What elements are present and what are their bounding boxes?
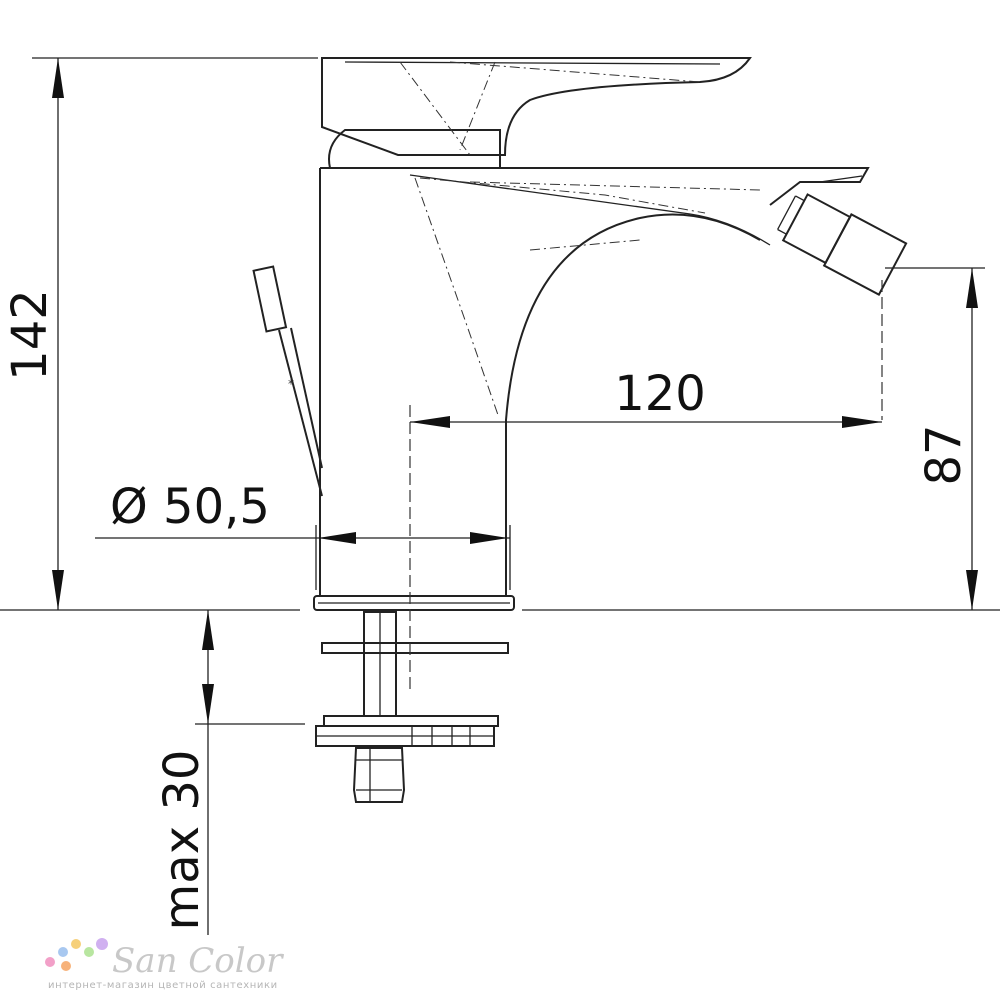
popup-rod: *: [252, 265, 323, 497]
dimension-reach: 120: [410, 366, 882, 428]
diameter-label: Ø 50,5: [110, 479, 270, 535]
outlet-height-label: 87: [916, 424, 972, 485]
aerator-nozzle: [777, 193, 908, 297]
deck-thickness-label: max 30: [154, 750, 210, 931]
dimension-deck-thickness: max 30: [154, 610, 305, 935]
color-dots: [45, 938, 108, 971]
watermark: San Color интернет-магазин цветной санте…: [45, 938, 284, 991]
brand-logo-text: San Color: [112, 941, 284, 981]
dimension-diameter: Ø 50,5: [95, 479, 511, 590]
center-lines: [409, 267, 985, 690]
height-label: 142: [2, 289, 58, 381]
svg-text:*: *: [288, 377, 294, 391]
dimension-height: 142: [0, 57, 1000, 611]
reach-label: 120: [614, 366, 706, 422]
mounting-hardware: [315, 611, 509, 803]
dimension-outlet-height: 87: [916, 268, 978, 610]
brand-tagline: интернет-магазин цветной сантехники: [48, 980, 278, 991]
lever-handle: [321, 57, 752, 156]
faucet-outline: [313, 129, 870, 611]
